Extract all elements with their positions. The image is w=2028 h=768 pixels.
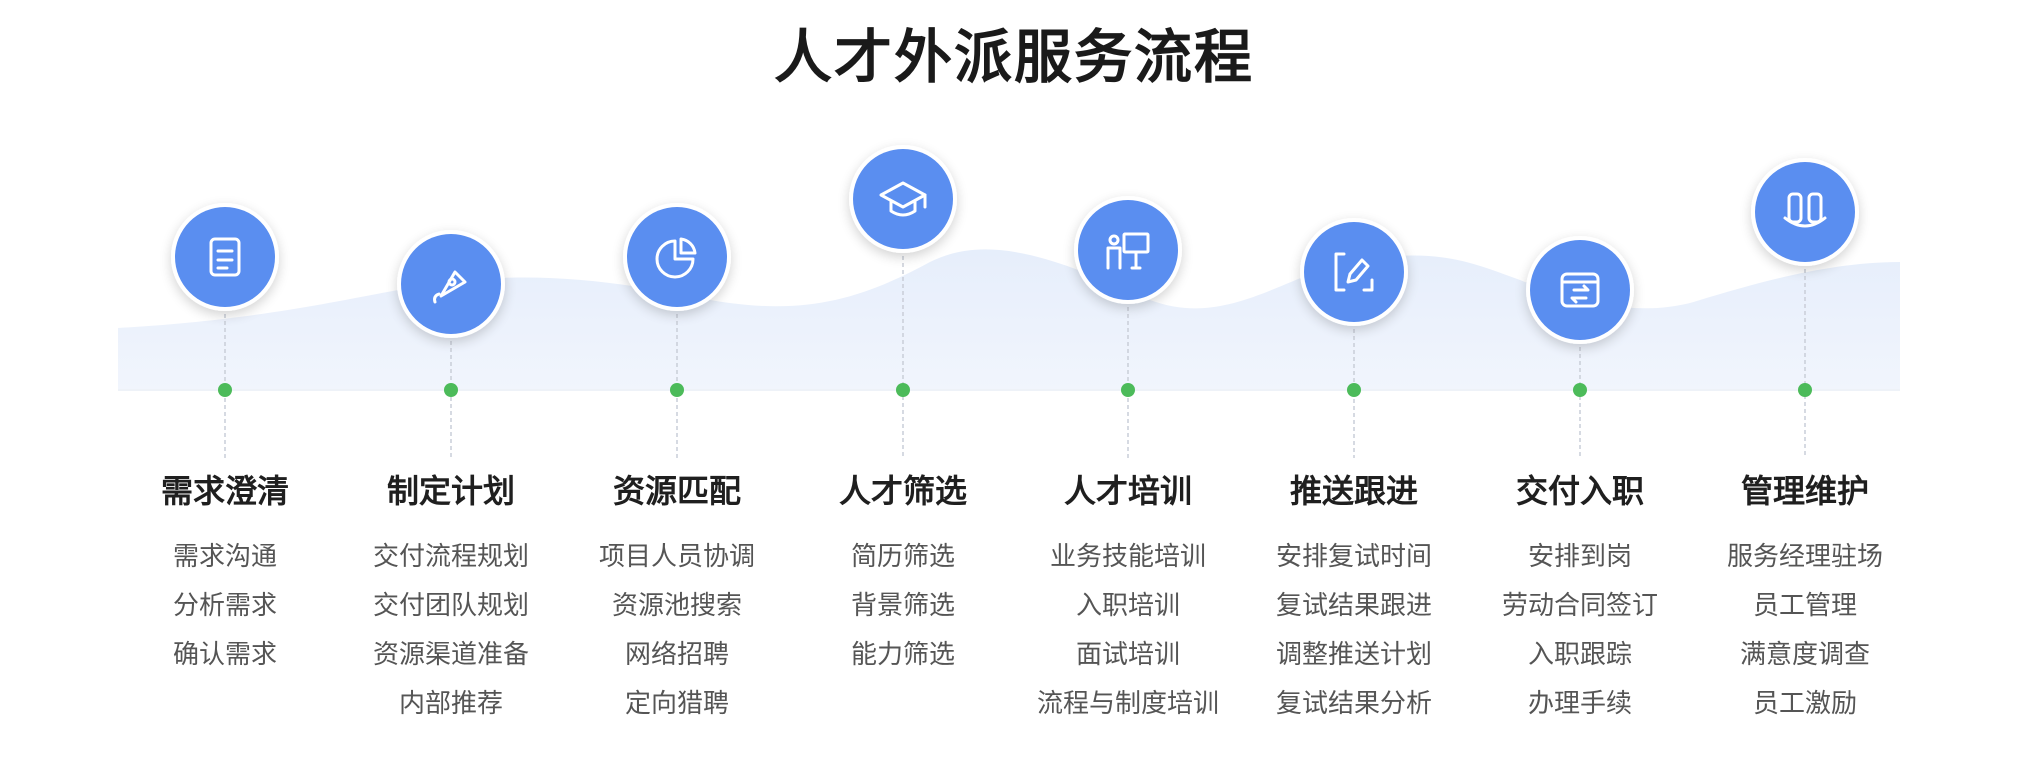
document-icon: [209, 237, 241, 277]
step-title: 管理维护: [1740, 472, 1869, 510]
pie-chart-icon: [655, 237, 697, 279]
timeline-dot: [218, 383, 232, 397]
wave-area: [118, 249, 1900, 390]
step-item-list: 服务经理驻场员工管理满意度调查员工激励: [1675, 533, 1935, 729]
step-item: 能力筛选: [850, 640, 955, 670]
step-item: 复试结果分析: [1275, 689, 1432, 719]
step-marker-2: [397, 230, 505, 458]
step-title: 资源匹配: [612, 472, 741, 510]
step-item: 网络招聘: [624, 640, 729, 670]
step-item: 交付团队规划: [372, 591, 529, 621]
step-item: 背景筛选: [850, 591, 955, 621]
step-marker-3: [623, 203, 731, 458]
step-marker-7: [1526, 236, 1634, 458]
step-item: 项目人员协调: [598, 542, 755, 572]
step-title: 需求澄清: [160, 472, 289, 510]
timeline-dot: [1121, 383, 1135, 397]
step-title: 人才筛选: [838, 472, 967, 510]
step-item: 员工管理: [1752, 591, 1857, 621]
step-item: 入职跟踪: [1527, 640, 1632, 670]
step-item: 资源池搜索: [611, 591, 742, 621]
graduation-cap-icon: [879, 181, 927, 217]
step-item-list: 需求沟通分析需求确认需求: [95, 533, 355, 680]
handshake-icon: [1783, 192, 1827, 228]
presentation-board-icon: [1106, 232, 1150, 270]
step-item: 交付流程规划: [372, 542, 529, 572]
step-marker-1: [171, 203, 279, 458]
step-marker-8: [1751, 158, 1859, 458]
step-item: 安排到岗: [1527, 542, 1632, 572]
step-item-list: 业务技能培训入职培训面试培训流程与制度培训: [998, 533, 1258, 729]
step-item: 流程与制度培训: [1036, 689, 1219, 719]
step-item: 确认需求: [172, 640, 277, 670]
step-item-list: 交付流程规划交付团队规划资源渠道准备内部推荐: [321, 533, 581, 729]
step-item: 员工激励: [1752, 689, 1857, 719]
step-title: 人才培训: [1063, 472, 1192, 510]
step-item-list: 简历筛选背景筛选能力筛选: [773, 533, 1033, 680]
edit-icon: [1334, 252, 1374, 292]
step-item: 分析需求: [172, 591, 277, 621]
step-item: 服务经理驻场: [1726, 542, 1883, 572]
step-item: 满意度调查: [1739, 640, 1870, 670]
pen-nib-icon: [433, 270, 467, 304]
step-item: 复试结果跟进: [1275, 591, 1432, 621]
step-item: 面试培训: [1075, 640, 1180, 670]
step-item-list: 安排复试时间复试结果跟进调整推送计划复试结果分析: [1224, 533, 1484, 729]
icon-circle: [175, 207, 275, 307]
step-item: 调整推送计划: [1275, 640, 1432, 670]
timeline-dot: [1347, 383, 1361, 397]
step-title: 制定计划: [386, 472, 515, 510]
step-marker-5: [1074, 196, 1182, 458]
icon-circle: [853, 149, 953, 249]
step-item-list: 安排到岗劳动合同签订入职跟踪办理手续: [1450, 533, 1710, 729]
icon-circle: [1078, 200, 1178, 300]
step-item: 定向猎聘: [624, 689, 729, 719]
step-item: 简历筛选: [850, 542, 955, 572]
step-item: 业务技能培训: [1049, 542, 1206, 572]
step-marker-4: [849, 145, 957, 458]
timeline-dot: [1798, 383, 1812, 397]
step-item: 内部推荐: [398, 689, 503, 719]
icon-circle: [1304, 222, 1404, 322]
step-item: 入职培训: [1075, 591, 1180, 621]
icon-circle: [1755, 162, 1855, 262]
timeline-dot: [444, 383, 458, 397]
timeline-dot: [670, 383, 684, 397]
step-title: 交付入职: [1515, 472, 1644, 510]
step-title: 推送跟进: [1289, 472, 1418, 510]
page-title: 人才外派服务流程: [773, 23, 1254, 91]
step-item: 需求沟通: [172, 542, 277, 572]
step-marker-6: [1300, 218, 1408, 458]
step-item-list: 项目人员协调资源池搜索网络招聘定向猎聘: [547, 533, 807, 729]
timeline-dot: [896, 383, 910, 397]
step-item: 资源渠道准备: [372, 640, 529, 670]
step-item: 劳动合同签订: [1501, 591, 1658, 621]
step-item: 安排复试时间: [1275, 542, 1432, 572]
step-item: 办理手续: [1527, 689, 1632, 719]
exchange-window-icon: [1560, 272, 1600, 308]
icon-circle: [627, 207, 727, 307]
timeline-dot: [1573, 383, 1587, 397]
